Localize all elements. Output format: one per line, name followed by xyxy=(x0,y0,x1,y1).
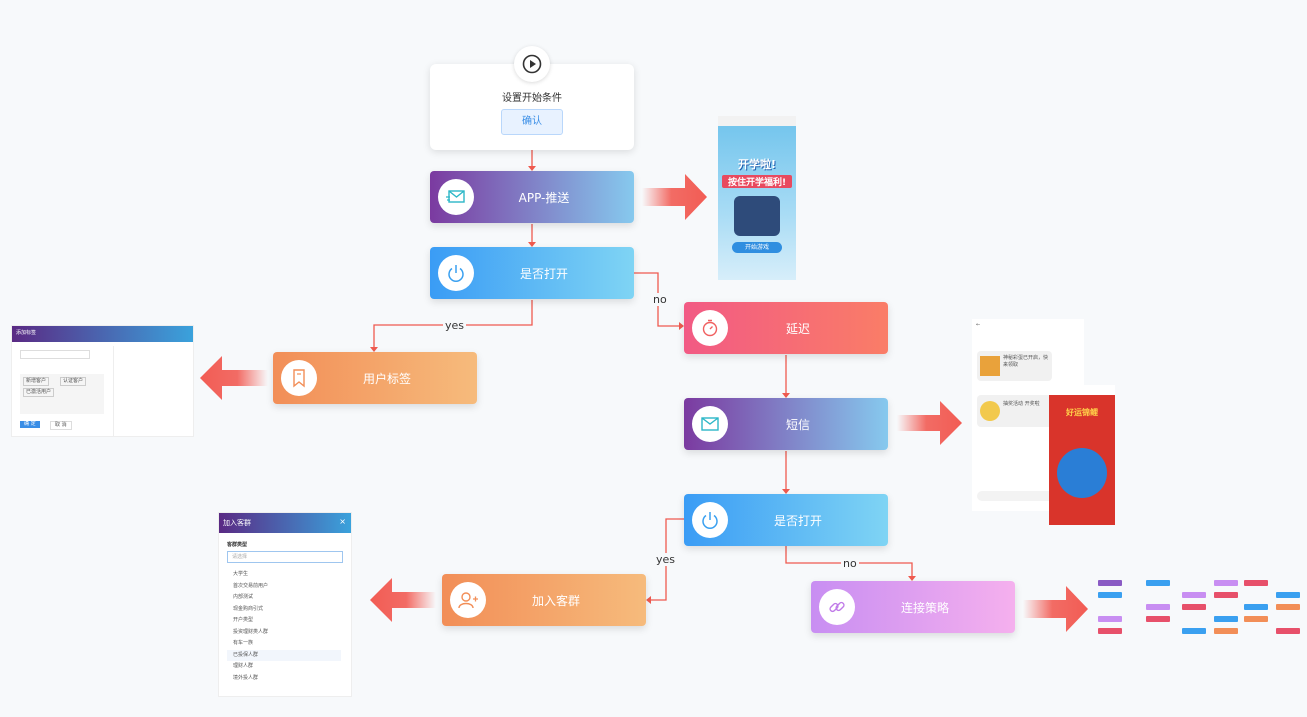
join-dialog-header: 加入客群 × xyxy=(219,513,351,533)
node-opened-1-label: 是否打开 xyxy=(519,266,568,281)
edge-label-no-2: no xyxy=(841,557,859,570)
power-icon xyxy=(692,502,728,538)
arrow-to-strategy-map xyxy=(1023,586,1088,632)
tag-dialog-header: 添加标签 xyxy=(12,326,193,342)
koi-illustration xyxy=(1057,448,1107,498)
landing-banner: 好运锦鲤 xyxy=(1066,408,1098,417)
close-icon: × xyxy=(339,517,346,526)
sms-bubble-1: 神秘彩蛋已开启，快来领取 xyxy=(977,351,1052,381)
envelope-send-icon xyxy=(438,179,474,215)
node-user-tag[interactable]: 用户标签 xyxy=(273,352,477,404)
confirm-button[interactable]: 确认 xyxy=(501,109,563,135)
edge-label-yes-2: yes xyxy=(654,553,678,566)
arrow-to-sms-shot xyxy=(897,401,962,445)
link-icon xyxy=(819,589,855,625)
node-connect-strategy[interactable]: 连接策略 xyxy=(811,581,1015,633)
group-type-options: 大学生首次交易前用户内部测试现金购商引式开户类型投资理财类人群有车一族已投保人群… xyxy=(227,569,341,684)
group-type-option: 首次交易前用户 xyxy=(233,582,269,589)
tag-dialog-preview: 添加标签 新增客户 认证客户 已激活用户 确 定 取 消 xyxy=(11,325,194,437)
group-type-option: 大学生 xyxy=(233,571,249,577)
edge-label-yes-1: yes xyxy=(443,319,467,332)
strategy-map-preview xyxy=(1098,576,1302,646)
join-group-dialog-preview: 加入客群 × 客群类型 请选择 大学生首次交易前用户内部测试现金购商引式开户类型… xyxy=(218,512,352,697)
tag-ok-button: 确 定 xyxy=(20,421,40,428)
bookmark-icon xyxy=(281,360,317,396)
group-type-option: 有车一族 xyxy=(233,640,254,646)
group-type-option: 已投保人群 xyxy=(227,649,341,661)
timer-icon xyxy=(692,310,728,346)
node-delay[interactable]: 延迟 xyxy=(684,302,888,354)
mini-node xyxy=(1098,592,1122,598)
mini-node xyxy=(1098,628,1122,634)
play-icon[interactable] xyxy=(514,46,550,82)
mini-node xyxy=(1146,604,1170,610)
node-app-push[interactable]: APP-推送 xyxy=(430,171,634,223)
mini-node xyxy=(1214,580,1238,586)
group-type-option: 开户类型 xyxy=(233,617,254,623)
arrow-to-tag-dialog xyxy=(200,356,268,400)
mini-node xyxy=(1098,580,1122,586)
node-sms[interactable]: 短信 xyxy=(684,398,888,450)
node-user-tag-label: 用户标签 xyxy=(362,371,411,386)
mini-node xyxy=(1244,580,1268,586)
node-delay-label: 延迟 xyxy=(785,321,810,336)
group-type-option: 境外投人群 xyxy=(233,674,259,681)
node-sms-label: 短信 xyxy=(785,417,810,432)
start-condition-card: 设置开始条件 确认 xyxy=(430,46,634,150)
mini-node xyxy=(1244,604,1268,610)
group-type-option: 理财人群 xyxy=(233,663,254,669)
mini-node xyxy=(1276,604,1300,610)
promo-title-1: 开学啦! xyxy=(737,158,777,171)
node-join-group[interactable]: 加入客群 xyxy=(442,574,646,626)
node-opened-2[interactable]: 是否打开 xyxy=(684,494,888,546)
mini-node xyxy=(1276,628,1300,634)
arrow-to-join-dialog xyxy=(370,578,436,622)
node-join-group-label: 加入客群 xyxy=(531,593,580,608)
node-app-push-label: APP-推送 xyxy=(518,190,570,205)
mini-node xyxy=(1182,592,1206,598)
mail-icon xyxy=(692,406,728,442)
group-type-select: 请选择 xyxy=(227,551,343,563)
app-push-preview: 开学啦! 按住开学福利! 开始游戏 xyxy=(718,116,796,280)
mini-node xyxy=(1276,592,1300,598)
add-user-icon xyxy=(450,582,486,618)
mini-node xyxy=(1146,616,1170,622)
tag-cancel-button: 取 消 xyxy=(50,421,72,430)
start-title: 设置开始条件 xyxy=(502,93,562,104)
node-opened-1[interactable]: 是否打开 xyxy=(430,247,634,299)
sms-landing-preview: 好运锦鲤 xyxy=(1049,385,1115,525)
edge-label-no-1: no xyxy=(651,293,669,306)
mini-node xyxy=(1146,580,1170,586)
mini-node xyxy=(1244,616,1268,622)
mini-node xyxy=(1098,616,1122,622)
node-opened-2-label: 是否打开 xyxy=(773,513,822,528)
mini-node xyxy=(1214,628,1238,634)
big-arrows xyxy=(200,174,1088,632)
mini-node xyxy=(1214,616,1238,622)
group-type-option: 投资理财类人群 xyxy=(233,628,269,635)
sms-bubble-2: 抽奖活动 开奖啦 xyxy=(977,395,1052,427)
group-type-option: 现金购商引式 xyxy=(233,605,264,612)
start-game-button: 开始游戏 xyxy=(732,242,782,253)
power-icon xyxy=(438,255,474,291)
mini-node xyxy=(1182,628,1206,634)
group-type-option: 内部测试 xyxy=(233,594,254,600)
arrow-to-app-shot xyxy=(642,174,707,220)
mini-node xyxy=(1214,592,1238,598)
promo-character xyxy=(734,196,780,236)
node-connect-strategy-label: 连接策略 xyxy=(900,600,949,615)
mini-node xyxy=(1182,604,1206,610)
promo-title-2: 按住开学福利! xyxy=(722,175,792,188)
